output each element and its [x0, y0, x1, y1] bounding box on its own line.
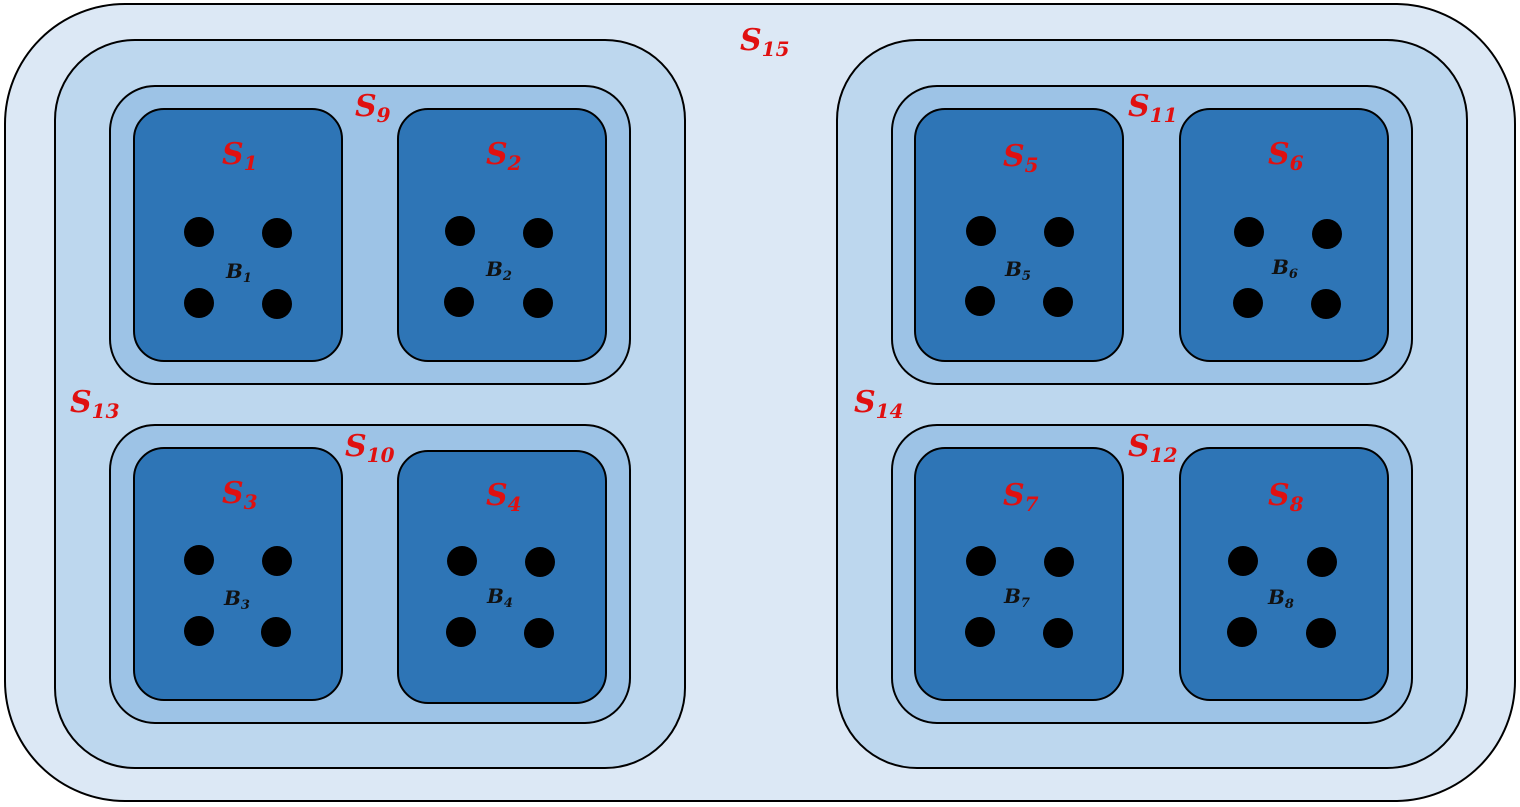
leaf-s2: S2 B2: [397, 108, 607, 362]
node-dot: [1234, 217, 1264, 247]
leaf-s8: S8 B8: [1179, 447, 1389, 701]
block-b3-label: B3: [223, 586, 250, 613]
set-s7-label: S7: [1003, 478, 1039, 516]
block-b5-label: B5: [1004, 257, 1031, 284]
node-dot: [1306, 618, 1336, 648]
set-s14-label: S14: [854, 385, 904, 423]
set-s2-label: S2: [486, 137, 522, 175]
node-dot: [966, 216, 996, 246]
block-b2-label: B2: [485, 257, 512, 284]
node-dot: [1233, 288, 1263, 318]
set-s3-label: S3: [222, 476, 258, 514]
node-dot: [1312, 219, 1342, 249]
leaf-s5: S5 B5: [914, 108, 1124, 362]
block-b7-label: B7: [1003, 584, 1030, 611]
node-dot: [446, 617, 476, 647]
node-dot: [965, 286, 995, 316]
node-dot: [262, 218, 292, 248]
block-b6-label: B6: [1271, 255, 1298, 282]
node-dot: [262, 546, 292, 576]
set-s13-label: S13: [70, 385, 120, 423]
set-s12-label: S12: [1128, 429, 1178, 467]
leaf-s7: S7 B7: [914, 447, 1124, 701]
node-dot: [524, 618, 554, 648]
node-dot: [1043, 618, 1073, 648]
set-s11-label: S11: [1128, 89, 1178, 127]
node-dot: [447, 546, 477, 576]
node-dot: [1044, 547, 1074, 577]
node-dot: [1228, 546, 1258, 576]
node-dot: [523, 218, 553, 248]
node-dot: [1044, 217, 1074, 247]
node-dot: [184, 217, 214, 247]
node-dot: [525, 547, 555, 577]
leaf-s6: S6 B6: [1179, 108, 1389, 362]
node-dot: [1227, 617, 1257, 647]
leaf-s4: S4 B4: [397, 450, 607, 704]
block-b1-label: B1: [225, 259, 252, 286]
set-s6-label: S6: [1268, 137, 1304, 175]
set-s15-label: S15: [740, 23, 790, 61]
set-s8-label: S8: [1268, 478, 1304, 516]
leaf-s3: S3 B3: [133, 447, 343, 701]
set-s4-label: S4: [486, 478, 522, 516]
node-dot: [445, 216, 475, 246]
node-dot: [444, 287, 474, 317]
block-b4-label: B4: [486, 584, 513, 611]
node-dot: [184, 616, 214, 646]
node-dot: [1311, 289, 1341, 319]
node-dot: [523, 288, 553, 318]
set-s9-label: S9: [355, 89, 391, 127]
block-b8-label: B8: [1267, 585, 1294, 612]
leaf-s1: S1 B1: [133, 108, 343, 362]
node-dot: [966, 546, 996, 576]
node-dot: [965, 617, 995, 647]
set-s10-label: S10: [345, 429, 395, 467]
node-dot: [1307, 547, 1337, 577]
node-dot: [1043, 287, 1073, 317]
node-dot: [184, 288, 214, 318]
node-dot: [261, 617, 291, 647]
node-dot: [262, 289, 292, 319]
node-dot: [184, 545, 214, 575]
set-s5-label: S5: [1003, 139, 1039, 177]
set-s1-label: S1: [222, 137, 258, 175]
